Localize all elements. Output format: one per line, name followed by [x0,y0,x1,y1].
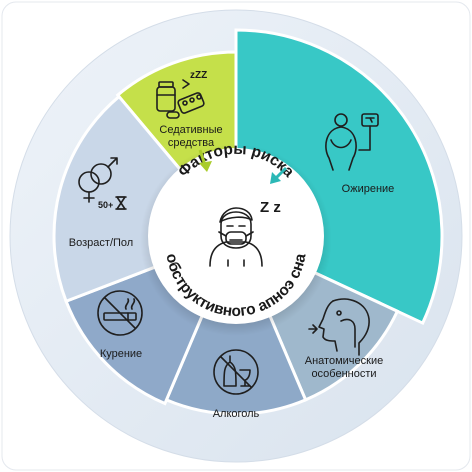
sleeping-person-icon [209,207,263,267]
label-obesity: Ожирение [342,183,395,195]
label-anatomy: Анатомические [305,355,383,367]
no-alcohol-icon [213,349,259,395]
sleep-z-icon: Z z [260,199,281,216]
arrow-sedatives-icon [198,149,212,172]
label-sedatives-line2: средства [168,137,215,149]
label-sedatives: Седативные [159,124,222,136]
gender-symbols-icon [78,157,118,203]
age-badge: 50+ [98,200,113,210]
pills-icon [156,79,205,119]
hourglass-icon [115,196,127,210]
label-age-sex: Возраст/Пол [69,237,133,249]
center-disk [148,148,324,324]
label-anatomy-line2: особенности [311,368,376,380]
pills-z-icon: zZZ [190,70,207,81]
arrow-obesity-icon [270,166,288,184]
obesity-icon [325,113,379,171]
no-smoking-icon [97,290,143,336]
airway-anatomy-icon [308,298,370,356]
label-smoking: Курение [100,348,142,360]
label-alcohol: Алкоголь [213,408,260,420]
